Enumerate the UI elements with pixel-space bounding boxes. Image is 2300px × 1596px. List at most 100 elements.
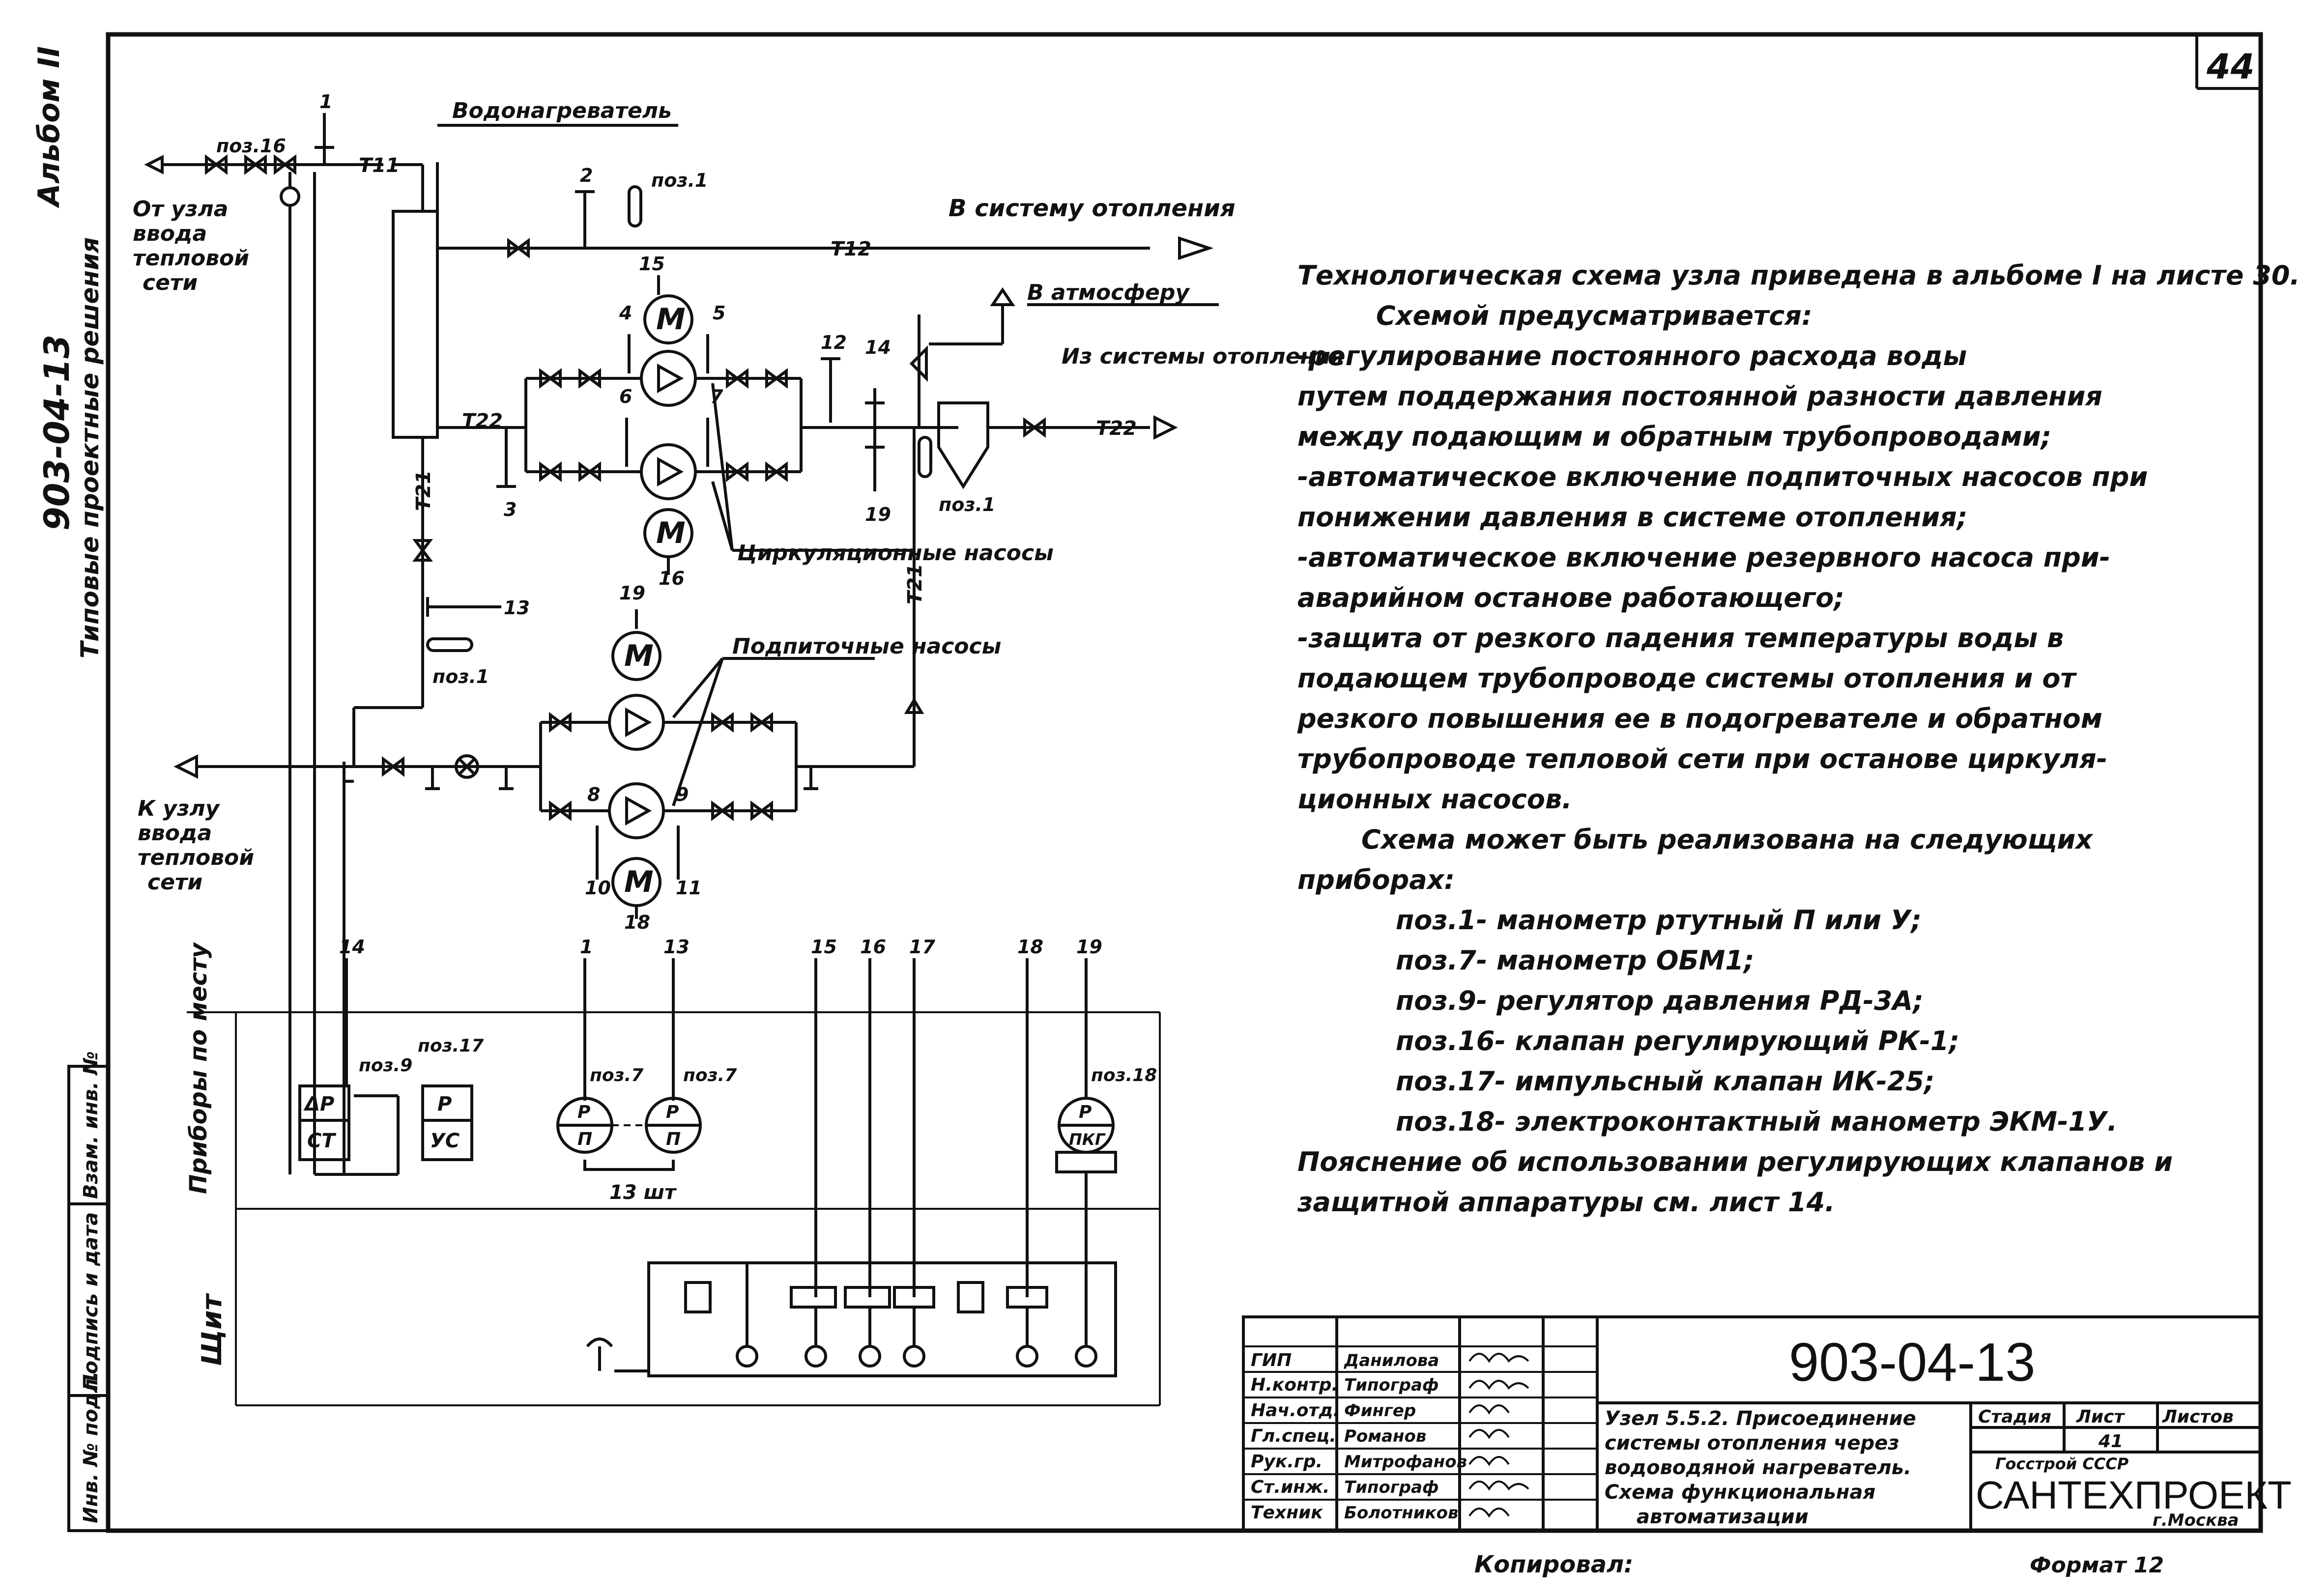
svg-text:Т21: Т21 bbox=[904, 564, 926, 604]
svg-text:Т21: Т21 bbox=[412, 470, 435, 511]
svg-text:Болотников: Болотников bbox=[1344, 1503, 1459, 1523]
svg-text:Р: Р bbox=[437, 1093, 452, 1115]
motor-m1 bbox=[611, 631, 661, 681]
svg-text:Из системы отопления: Из системы отопления bbox=[1062, 344, 1344, 369]
svg-text:11: 11 bbox=[676, 877, 702, 899]
svg-text:Типограф: Типограф bbox=[1344, 1478, 1439, 1497]
vertical-code: 903-04-13 bbox=[37, 335, 77, 531]
svg-text:СТ: СТ bbox=[307, 1130, 336, 1152]
svg-text:Р: Р bbox=[1079, 1102, 1092, 1122]
svg-text:16: 16 bbox=[860, 936, 886, 958]
makeup-pumps-label: Подпиточные насосы bbox=[732, 634, 1001, 659]
svg-text:15: 15 bbox=[639, 253, 665, 275]
notes-block: Технологическая схема узла приведена в а… bbox=[1297, 256, 2300, 1223]
svg-text:13: 13 bbox=[504, 597, 530, 619]
svg-text:41: 41 bbox=[2098, 1431, 2123, 1452]
svg-text:19: 19 bbox=[865, 504, 891, 525]
notes-line: поз.9- регулятор давления РД-3А; bbox=[1396, 985, 1924, 1016]
svg-text:Данилова: Данилова bbox=[1344, 1351, 1439, 1370]
stamp-sign: Подпись и дата bbox=[80, 1212, 102, 1391]
svg-text:М: М bbox=[656, 516, 686, 550]
notes-line: между подающим и обратным трубопроводами… bbox=[1297, 421, 2052, 452]
svg-text:ПКГ: ПКГ bbox=[1069, 1130, 1106, 1149]
svg-text:Типограф: Типограф bbox=[1344, 1375, 1439, 1395]
svg-text:Лист: Лист bbox=[2076, 1407, 2125, 1427]
stamp-repl: Взам. инв. № bbox=[80, 1051, 102, 1199]
notes-line: Схемой предусматривается: bbox=[1376, 300, 1812, 331]
doc-code: 903-04-13 bbox=[1789, 1332, 2036, 1393]
svg-text:Листов: Листов bbox=[2162, 1407, 2234, 1427]
left-stamp-frame bbox=[67, 1065, 110, 1532]
svg-text:14: 14 bbox=[865, 337, 891, 358]
svg-text:поз.1: поз.1 bbox=[651, 170, 708, 191]
pump-m2 bbox=[608, 782, 665, 839]
notes-line: Технологическая схема узла приведена в а… bbox=[1297, 260, 2300, 291]
album-label: Альбом II bbox=[32, 46, 66, 208]
svg-text:Р: Р bbox=[577, 1102, 590, 1122]
svg-text:водоводяной нагреватель.: водоводяной нагреватель. bbox=[1605, 1456, 1911, 1479]
svg-text:П: П bbox=[666, 1129, 681, 1149]
svg-text:М: М bbox=[656, 302, 686, 337]
notes-line: поз.17- импульсный клапан ИК-25; bbox=[1396, 1066, 1935, 1097]
svg-text:поз.17: поз.17 bbox=[418, 1036, 484, 1056]
svg-text:поз.9: поз.9 bbox=[359, 1055, 412, 1076]
svg-text:П: П bbox=[577, 1129, 592, 1149]
svg-text:поз.7: поз.7 bbox=[590, 1065, 643, 1085]
svg-text:15: 15 bbox=[811, 936, 837, 958]
notes-line: трубопроводе тепловой сети при останове … bbox=[1297, 743, 2108, 774]
svg-text:Т22: Т22 bbox=[1096, 417, 1137, 440]
notes-line: Схема может быть реализована на следующи… bbox=[1361, 824, 2093, 855]
svg-text:2: 2 bbox=[580, 165, 593, 186]
svg-text:Фингер: Фингер bbox=[1344, 1401, 1416, 1421]
notes-line: -автоматическое включение подпиточных на… bbox=[1297, 461, 2148, 492]
notes-line: поз.18- электроконтактный манометр ЭКМ-1… bbox=[1396, 1106, 2118, 1137]
svg-text:Техник: Техник bbox=[1251, 1503, 1323, 1523]
notes-line: понижении давления в системе отопления; bbox=[1297, 502, 1968, 533]
svg-text:Узел 5.5.2. Присоединение: Узел 5.5.2. Присоединение bbox=[1605, 1407, 1916, 1430]
svg-text:М: М bbox=[624, 639, 654, 673]
motor-c1 bbox=[643, 294, 693, 344]
svg-text:19: 19 bbox=[1076, 936, 1102, 958]
to-heating-label: В систему отопления bbox=[949, 195, 1236, 222]
notes-line: поз.16- клапан регулирующий РК-1; bbox=[1396, 1026, 1960, 1056]
notes-line: -защита от резкого падения температуры в… bbox=[1297, 623, 2064, 654]
svg-text:Н.контр.: Н.контр. bbox=[1251, 1375, 1338, 1395]
notes-line: путем поддержания постоянной разности да… bbox=[1297, 381, 2102, 412]
svg-text:8: 8 bbox=[587, 784, 600, 805]
svg-text:Митрофанов: Митрофанов bbox=[1344, 1452, 1467, 1472]
svg-text:Т22: Т22 bbox=[462, 410, 503, 432]
svg-text:Т12: Т12 bbox=[831, 238, 871, 260]
svg-text:14: 14 bbox=[339, 936, 365, 958]
svg-text:5: 5 bbox=[713, 302, 725, 324]
svg-text:17: 17 bbox=[909, 936, 935, 958]
notes-line: аварийном останове работающего; bbox=[1297, 582, 1844, 613]
svg-text:Нач.отд.: Нач.отд. bbox=[1251, 1400, 1340, 1421]
svg-text:поз.7: поз.7 bbox=[683, 1065, 737, 1085]
svg-text:Р: Р bbox=[666, 1102, 679, 1122]
svg-text:10: 10 bbox=[585, 877, 611, 899]
svg-text:13: 13 bbox=[663, 936, 690, 958]
svg-text:Рук.гр.: Рук.гр. bbox=[1251, 1452, 1322, 1472]
svg-text:ГИП: ГИП bbox=[1251, 1350, 1292, 1370]
svg-text:1: 1 bbox=[319, 91, 332, 113]
process-diagram: поз.16 1 Т11 Водонагреватель 2 поз.1 Т12… bbox=[133, 91, 1344, 1406]
atmosphere-label: В атмосферу bbox=[1027, 280, 1190, 305]
notes-line: защитной аппаратуры см. лист 14. bbox=[1297, 1187, 1835, 1218]
svg-text:Романов: Романов bbox=[1344, 1426, 1426, 1446]
svg-text:1: 1 bbox=[580, 936, 593, 958]
notes-line: приборах: bbox=[1297, 864, 1455, 895]
notes-line: -регулирование постоянного расхода воды bbox=[1297, 341, 1967, 371]
notes-line: резкого повышения ее в подогревателе и о… bbox=[1297, 703, 2103, 734]
stamp-inv: Инв. № подл. bbox=[80, 1371, 102, 1523]
title-block: ГИП Н.контр. Нач.отд. Гл.спец. Рук.гр. С… bbox=[1242, 1315, 2292, 1532]
svg-text:ΔР: ΔР bbox=[303, 1093, 334, 1115]
svg-text:Ст.инж.: Ст.инж. bbox=[1251, 1477, 1330, 1497]
pump-m1 bbox=[608, 694, 665, 751]
format-label: Формат 12 bbox=[2030, 1553, 2164, 1578]
svg-text:13 шт: 13 шт bbox=[609, 1181, 677, 1204]
notes-line: поз.7- манометр ОБМ1; bbox=[1396, 945, 1754, 976]
svg-text:6: 6 bbox=[619, 386, 632, 407]
series-label: Типовые проектные решения bbox=[76, 237, 104, 658]
